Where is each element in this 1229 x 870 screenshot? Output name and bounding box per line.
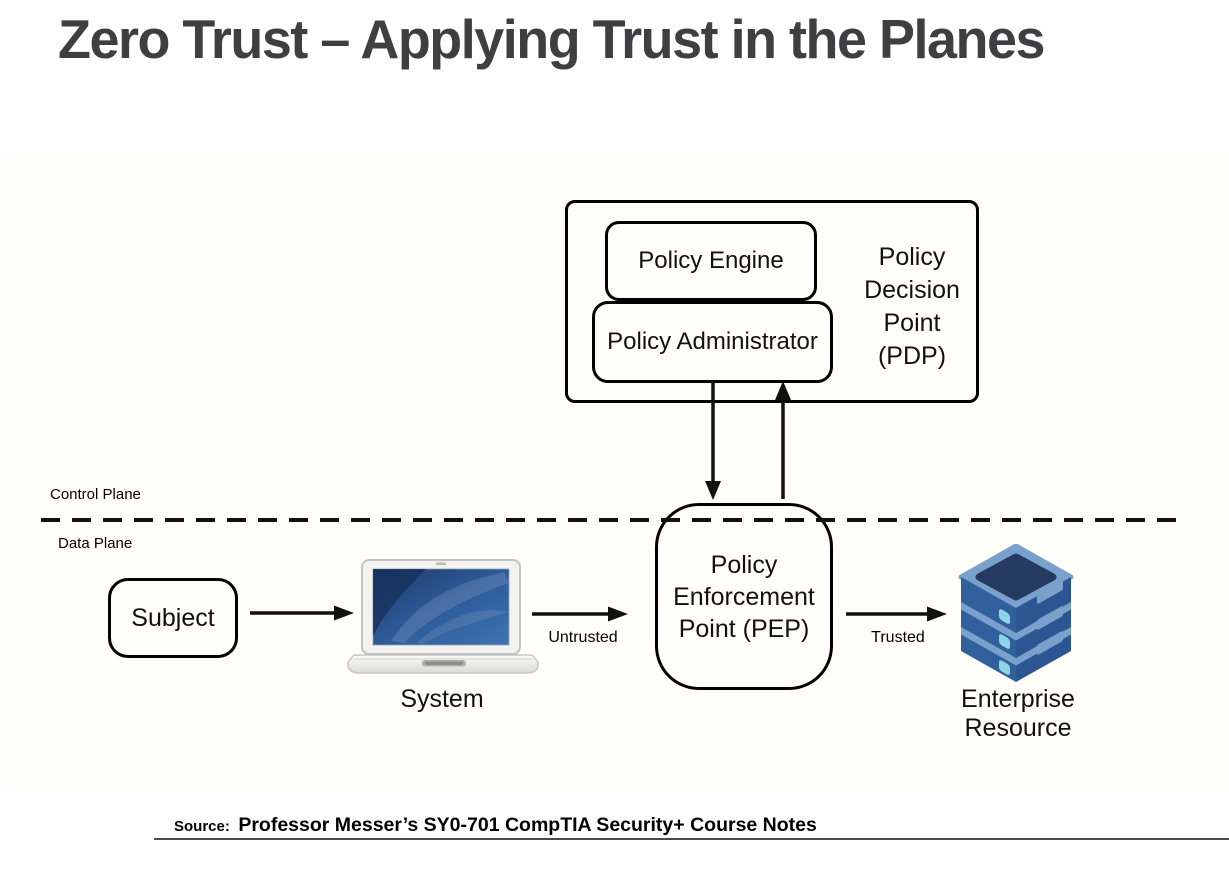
data-plane-label: Data Plane [58,535,133,552]
source-prefix-label: Source: [174,818,230,835]
server-stack-icon [958,544,1074,682]
source-text: Professor Messer’s SY0-701 CompTIA Secur… [238,814,817,836]
page-title: Zero Trust – Applying Trust in the Plane… [58,8,1045,70]
policy-engine-label: Policy Engine [638,247,784,274]
control-plane-label: Control Plane [50,486,141,503]
source-line: Source: Professor Messer’s SY0-701 CompT… [174,814,817,837]
laptop-icon [347,559,539,674]
policy-engine-box: Policy Engine [605,221,817,301]
subject-box: Subject [108,578,238,658]
pep-box: Policy Enforcement Point (PEP) [655,503,833,690]
enterprise-resource-label: Enterprise Resource [961,685,1075,742]
footer-rule [154,838,1229,840]
subject-label: Subject [131,603,215,632]
trusted-label: Trusted [871,629,925,646]
policy-administrator-box: Policy Administrator [592,301,833,383]
untrusted-label: Untrusted [548,629,618,646]
pdp-label: Policy Decision Point (PDP) [864,243,960,370]
policy-administrator-label: Policy Administrator [607,328,818,355]
system-label: System [400,685,484,713]
pdp-box: Policy Engine Policy Administrator Polic… [565,200,979,403]
